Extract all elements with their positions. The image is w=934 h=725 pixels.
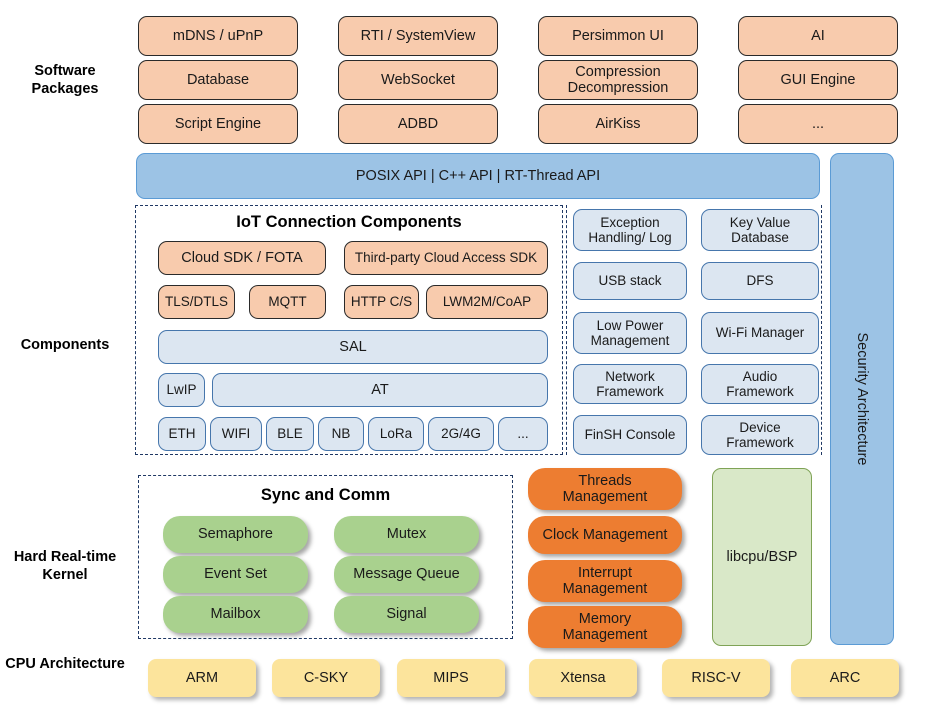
cpu-arch-box[interactable]: ARM (148, 659, 256, 697)
sync-and-comm-title: Sync and Comm (260, 486, 391, 504)
iot-cloud-box[interactable]: Cloud SDK / FOTA (158, 241, 326, 275)
cpu-arch-box[interactable]: MIPS (397, 659, 505, 697)
row-label-kernel: Hard Real-time Kernel (13, 549, 117, 584)
package-box[interactable]: AI (738, 16, 898, 56)
component-list-group (566, 205, 822, 455)
cpu-arch-box[interactable]: RISC-V (662, 659, 770, 697)
kernel-sync-box[interactable]: Event Set (163, 556, 308, 593)
kernel-management-box[interactable]: Interrupt Management (528, 560, 682, 602)
link-box[interactable]: LoRa (368, 417, 424, 451)
component-box[interactable]: Audio Framework (701, 364, 819, 404)
package-box[interactable]: ADBD (338, 104, 498, 144)
lwip-box[interactable]: LwIP (158, 373, 205, 407)
package-box[interactable]: Persimmon UI (538, 16, 698, 56)
component-box[interactable]: DFS (701, 262, 819, 300)
sal-box[interactable]: SAL (158, 330, 548, 364)
iot-cloud-box[interactable]: Third-party Cloud Access SDK (344, 241, 548, 275)
package-box[interactable]: Compression Decompression (538, 60, 698, 100)
iot-protocol-box[interactable]: MQTT (249, 285, 326, 319)
kernel-sync-box[interactable]: Message Queue (334, 556, 479, 593)
component-box[interactable]: Device Framework (701, 415, 819, 455)
component-box[interactable]: Wi-Fi Manager (701, 312, 819, 354)
row-label-components: Components (20, 337, 110, 353)
cpu-arch-box[interactable]: C-SKY (272, 659, 380, 697)
iot-protocol-box[interactable]: LWM2M/CoAP (426, 285, 548, 319)
kernel-sync-box[interactable]: Signal (334, 596, 479, 633)
link-box[interactable]: ETH (158, 417, 206, 451)
kernel-management-box[interactable]: Clock Management (528, 516, 682, 554)
link-box[interactable]: 2G/4G (428, 417, 494, 451)
package-box[interactable]: GUI Engine (738, 60, 898, 100)
package-box[interactable]: mDNS / uPnP (138, 16, 298, 56)
link-box[interactable]: WIFI (210, 417, 262, 451)
security-architecture-label: Security Architecture (854, 332, 870, 466)
link-box[interactable]: NB (318, 417, 364, 451)
row-label-cpu-architecture: CPU Architecture (5, 656, 125, 672)
at-box[interactable]: AT (212, 373, 548, 407)
cpu-arch-box[interactable]: Xtensa (529, 659, 637, 697)
kernel-sync-box[interactable]: Mutex (334, 516, 479, 553)
package-box[interactable]: ... (738, 104, 898, 144)
package-box[interactable]: Script Engine (138, 104, 298, 144)
api-bar: POSIX API | C++ API | RT-Thread API (136, 153, 820, 199)
kernel-management-box[interactable]: Threads Management (528, 468, 682, 510)
package-box[interactable]: AirKiss (538, 104, 698, 144)
link-box[interactable]: BLE (266, 417, 314, 451)
sync-and-comm-group (138, 475, 513, 639)
package-box[interactable]: Database (138, 60, 298, 100)
package-box[interactable]: WebSocket (338, 60, 498, 100)
libcpu-bsp-box[interactable]: libcpu/BSP (712, 468, 812, 646)
iot-connection-group (135, 205, 563, 455)
row-label-software-packages: Software Packages (31, 63, 99, 98)
component-box[interactable]: Exception Handling/ Log (573, 209, 687, 251)
component-box[interactable]: USB stack (573, 262, 687, 300)
component-box[interactable]: Low Power Management (573, 312, 687, 354)
kernel-sync-box[interactable]: Mailbox (163, 596, 308, 633)
iot-protocol-box[interactable]: TLS/DTLS (158, 285, 235, 319)
package-box[interactable]: RTI / SystemView (338, 16, 498, 56)
link-box[interactable]: ... (498, 417, 548, 451)
component-box[interactable]: Network Framework (573, 364, 687, 404)
security-architecture-bar: Security Architecture (830, 153, 894, 645)
component-box[interactable]: FinSH Console (573, 415, 687, 455)
kernel-sync-box[interactable]: Semaphore (163, 516, 308, 553)
iot-connection-group-title: IoT Connection Components (236, 213, 462, 231)
cpu-arch-box[interactable]: ARC (791, 659, 899, 697)
iot-protocol-box[interactable]: HTTP C/S (344, 285, 419, 319)
component-box[interactable]: Key Value Database (701, 209, 819, 251)
kernel-management-box[interactable]: Memory Management (528, 606, 682, 648)
